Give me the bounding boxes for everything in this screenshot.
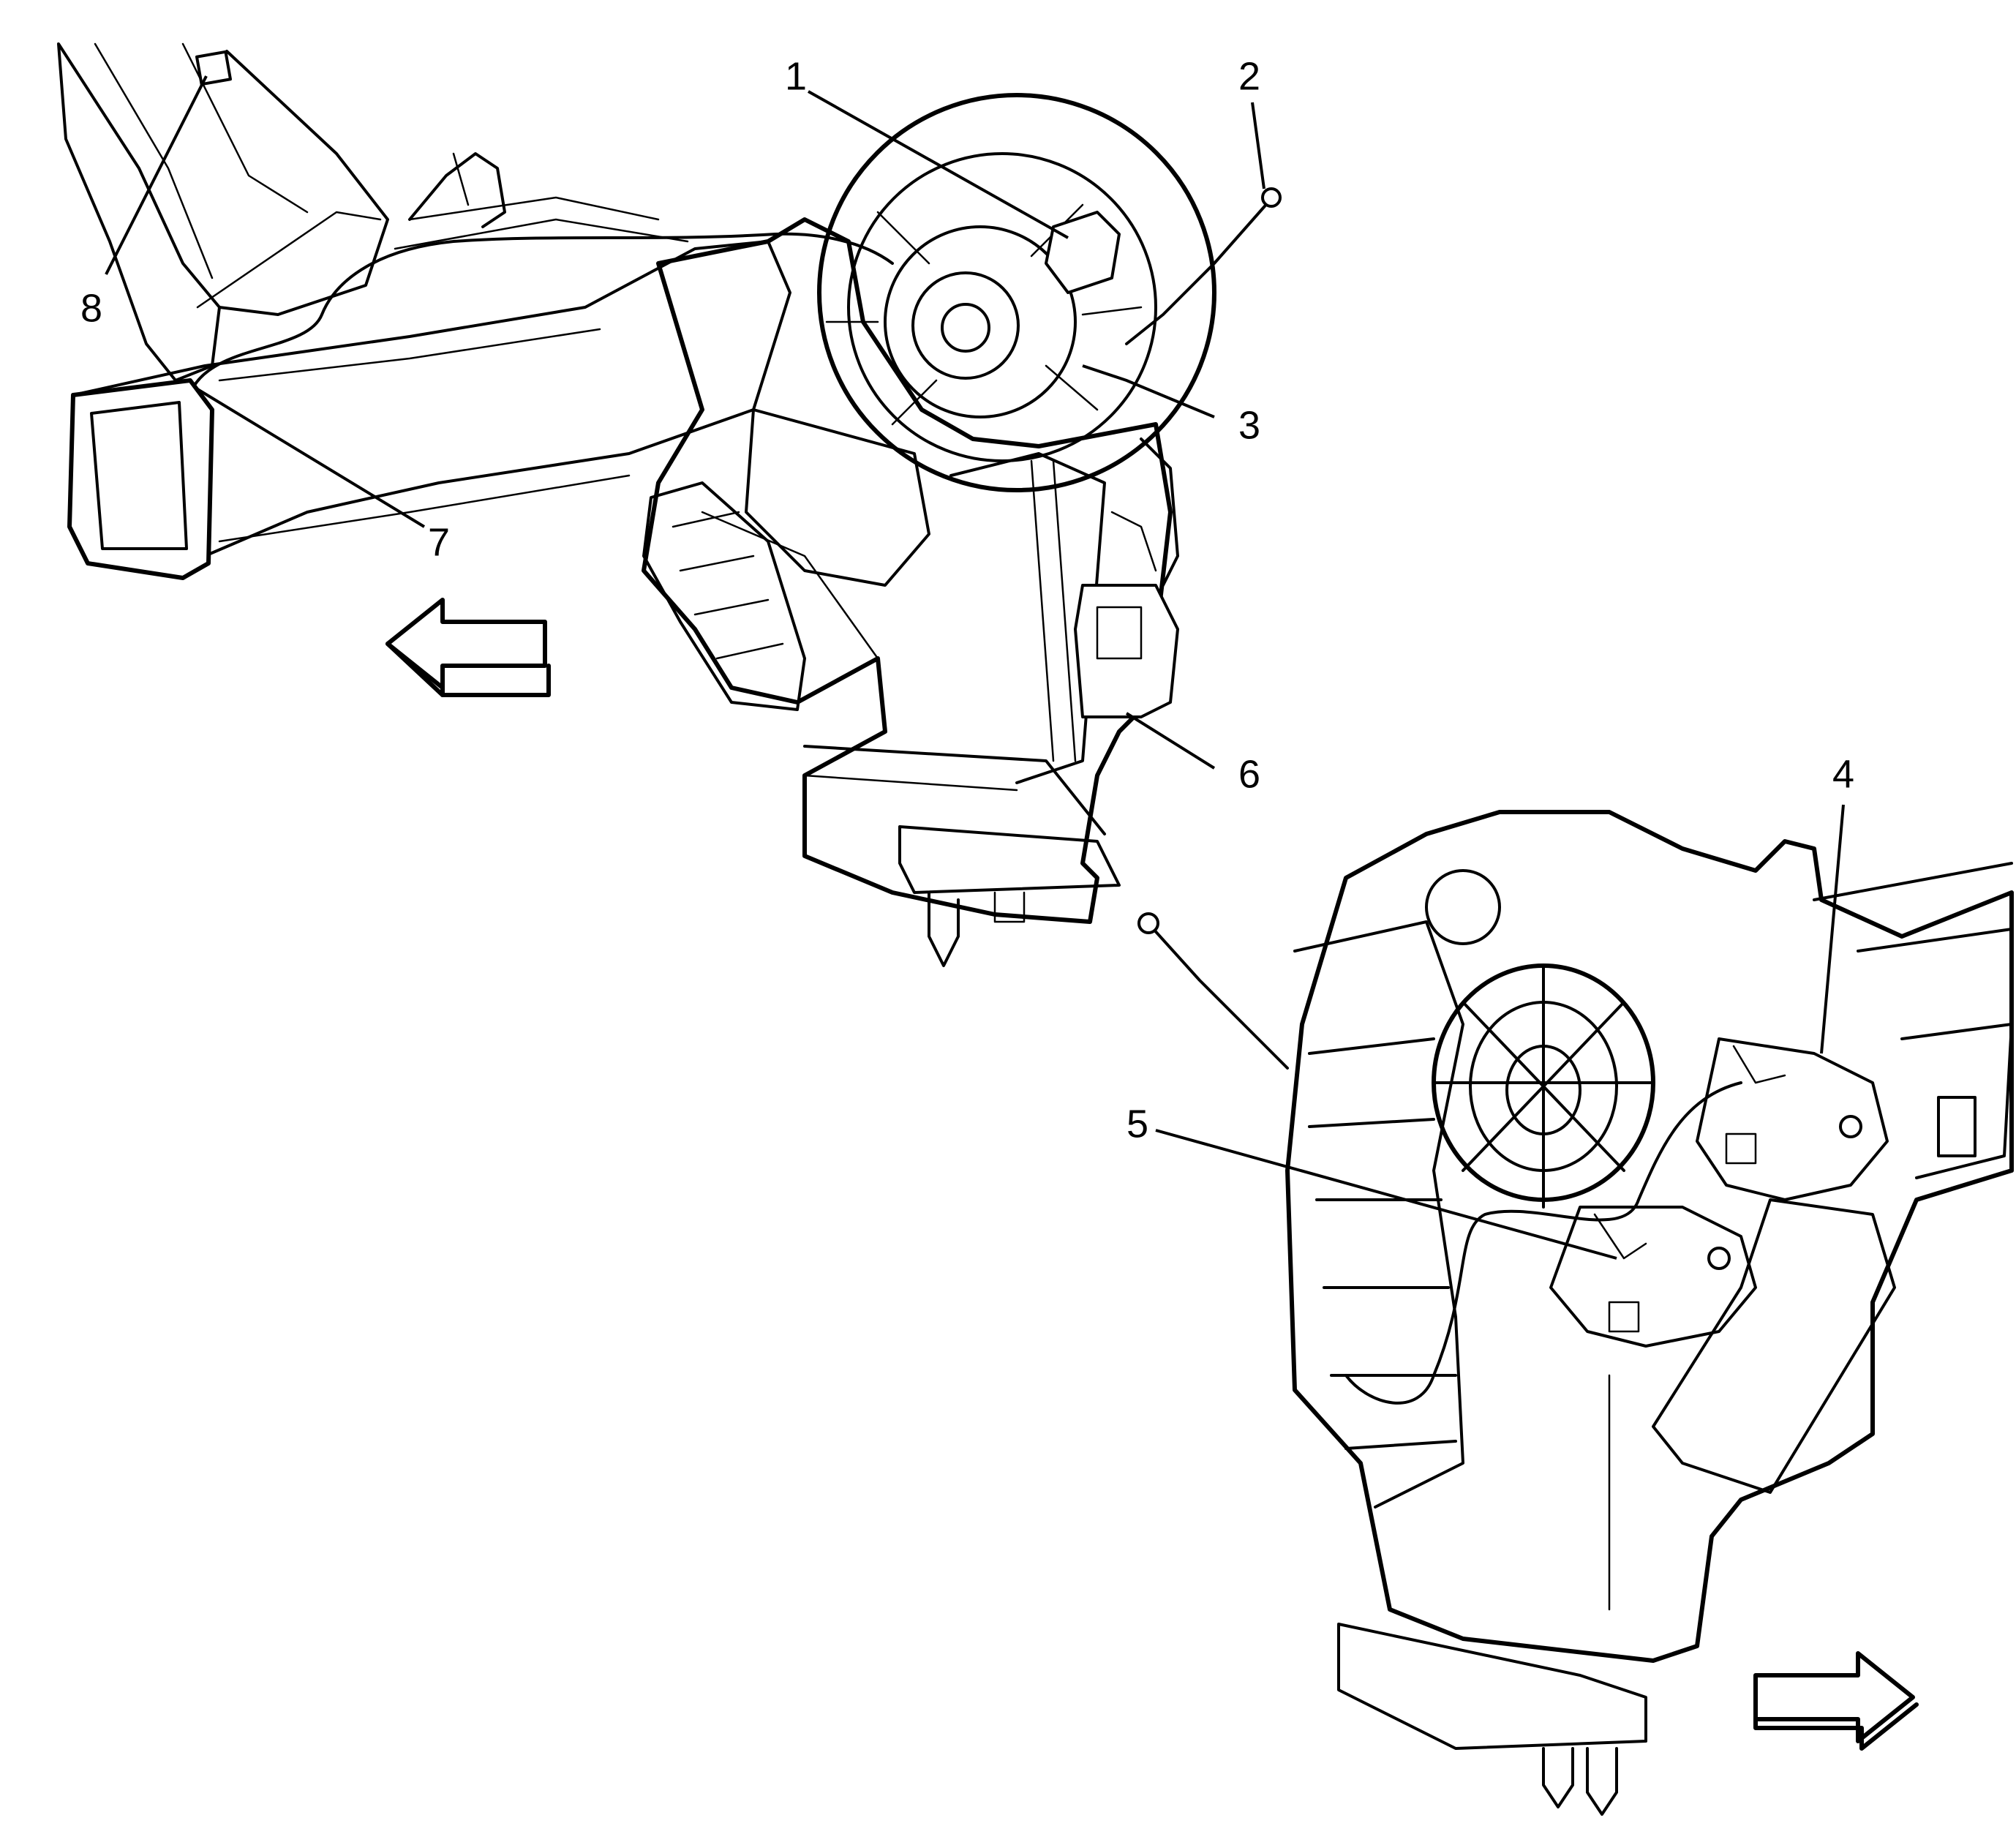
- leader-7: [196, 388, 426, 528]
- arrow-right-icon: [1753, 1651, 1919, 1751]
- callout-1: 1: [785, 54, 807, 98]
- lower-blower-wheel: [1432, 963, 1655, 1209]
- leader-4: [1820, 804, 1845, 1054]
- callout-3: 3: [1238, 403, 1260, 447]
- ground-wire-2: [1125, 200, 1271, 345]
- ground-eyelet-2: [1261, 187, 1282, 208]
- upper-long-duct: [72, 240, 791, 565]
- upper-wire-harness: [192, 232, 894, 388]
- upper-case-body: [642, 217, 1173, 924]
- lower-wire-harness: [1344, 1081, 1742, 1405]
- upper-drain-base: [898, 825, 1121, 894]
- lower-hvac-assembly: [1137, 810, 2014, 1816]
- sensor-square-8: [195, 50, 232, 86]
- callout-4: 4: [1832, 752, 1854, 796]
- leader-2: [1251, 102, 1265, 189]
- lower-case-body: [1285, 810, 2014, 1663]
- leader-6: [1125, 712, 1216, 770]
- upper-hvac-assembly: [57, 42, 1282, 967]
- upper-duct-outline: [57, 42, 221, 382]
- blower-motor-connector: [1045, 211, 1121, 294]
- leader-1: [808, 90, 1069, 239]
- leader-5: [1155, 1129, 1617, 1260]
- leader-lines: [105, 75, 1845, 1260]
- callout-5: 5: [1127, 1102, 1148, 1146]
- lower-drain-base: [1337, 1623, 1647, 1750]
- callout-7: 7: [428, 520, 450, 564]
- lower-ground-wire: [1151, 926, 1289, 1070]
- leader-3: [1082, 364, 1215, 418]
- callout-labels: 1 2 3 4 5 6 7 8: [80, 54, 1854, 1146]
- arrow-left-icon: [385, 598, 551, 697]
- lower-ground-eyelet: [1137, 912, 1159, 934]
- lower-actuator-4: [1696, 1037, 1889, 1201]
- lower-actuator-5: [1549, 1206, 1757, 1348]
- callout-2: 2: [1238, 54, 1260, 98]
- upper-mode-actuator: [1074, 584, 1179, 718]
- callout-6: 6: [1238, 752, 1260, 796]
- callout-8: 8: [80, 286, 102, 330]
- leader-8: [105, 75, 208, 275]
